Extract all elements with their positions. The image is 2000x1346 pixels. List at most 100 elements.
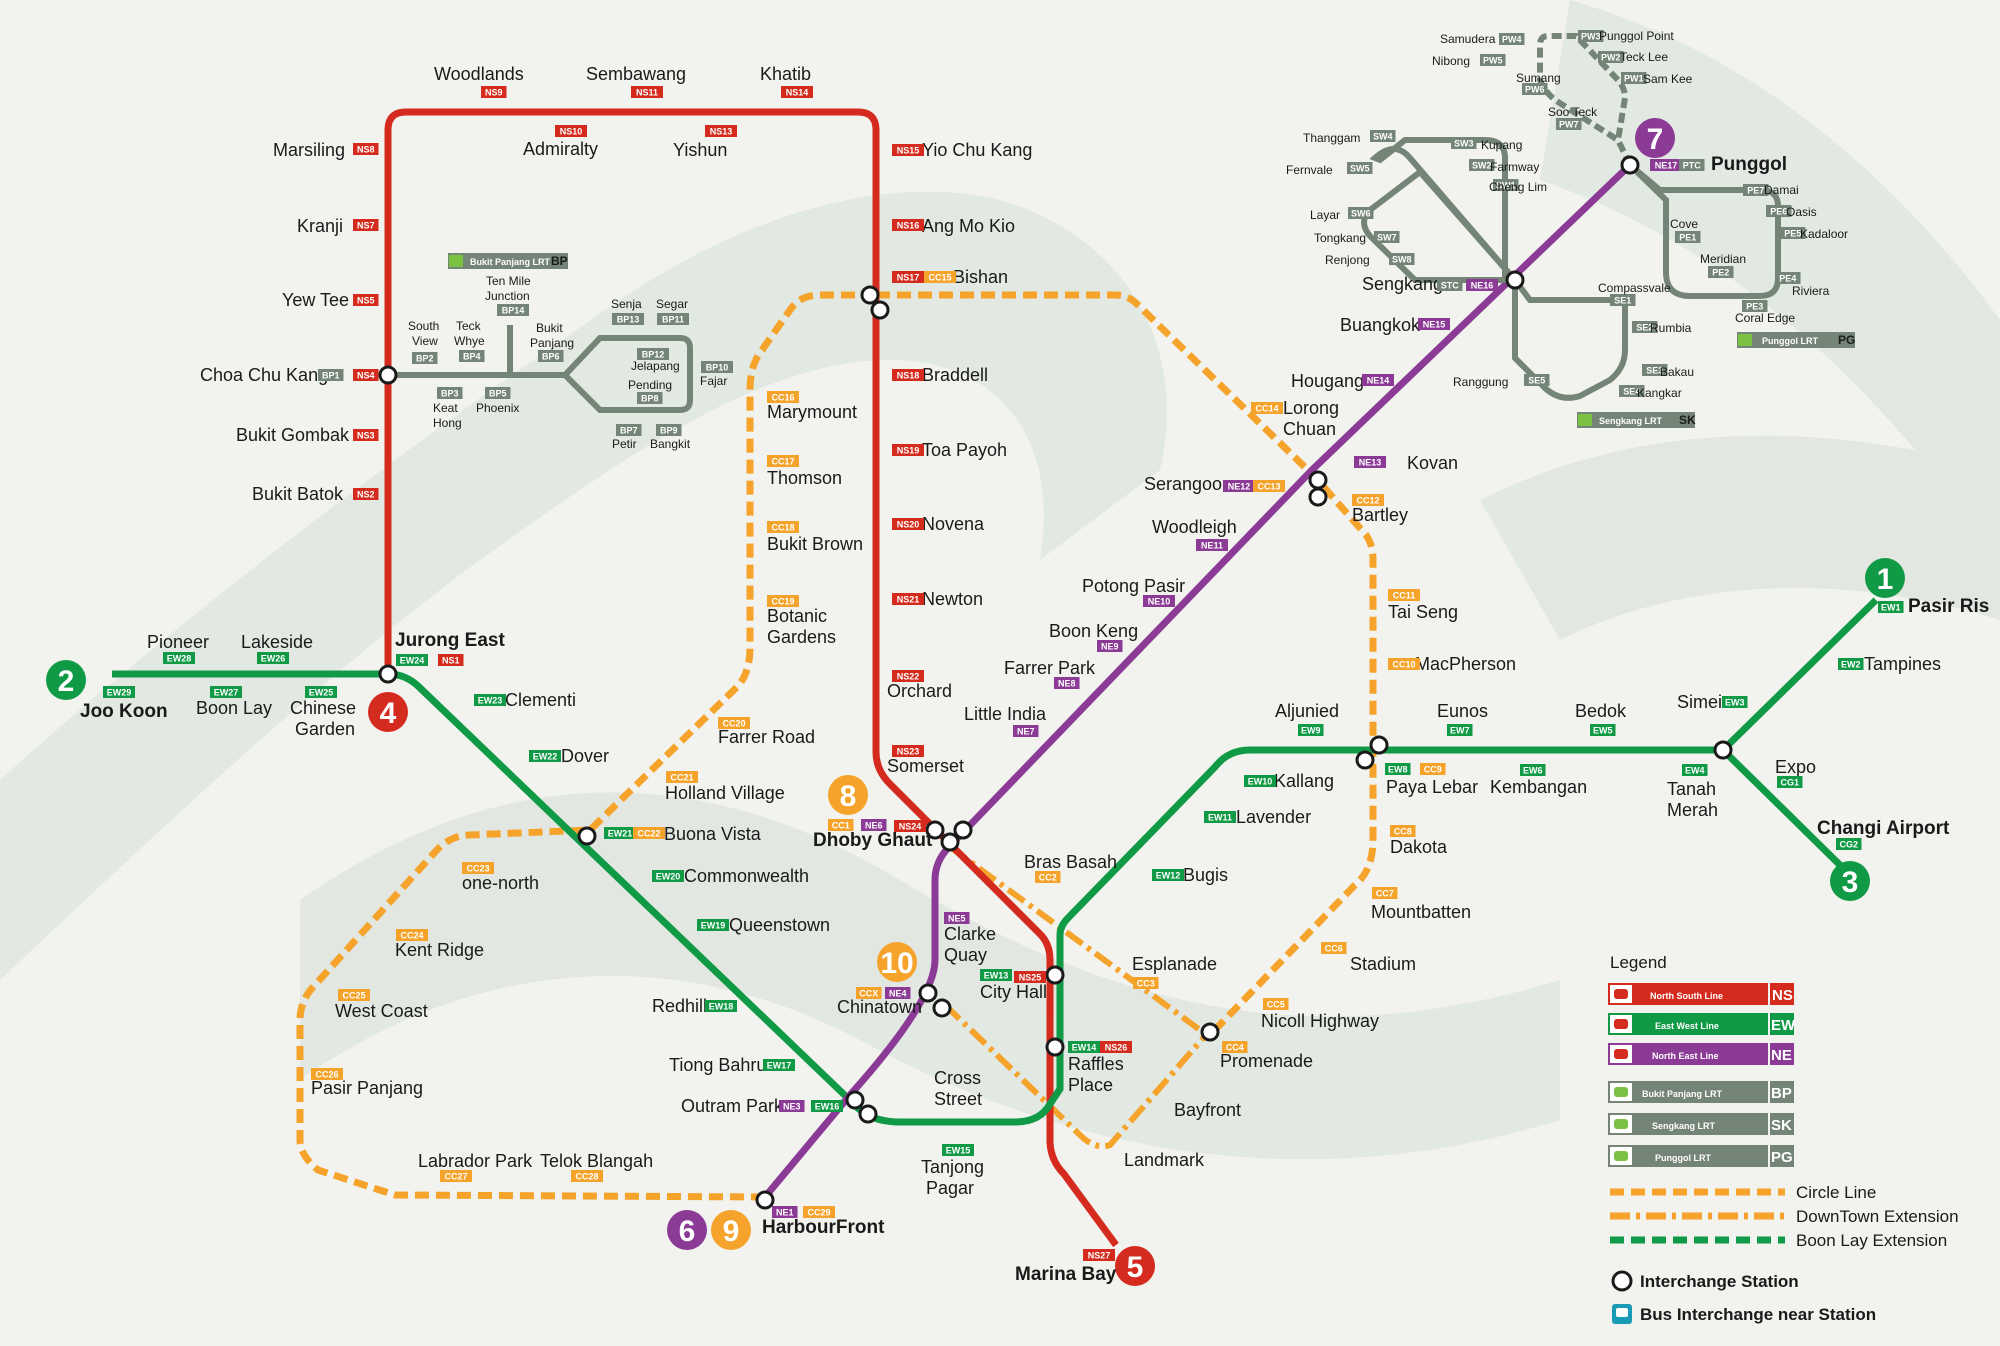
svg-text:Petir: Petir — [612, 437, 637, 451]
station-little-india: Little India — [964, 704, 1047, 724]
code-badge-bg — [701, 361, 733, 373]
svg-text:Circle Line: Circle Line — [1796, 1183, 1876, 1202]
code-badge-bg — [1385, 763, 1411, 775]
code-badge-bg — [892, 518, 924, 530]
station-changi-airport: Changi Airport — [1817, 818, 1950, 839]
code-badge-bg — [481, 86, 507, 98]
station-landmark: Landmark — [1124, 1150, 1205, 1170]
station-code-cc21: CC21 — [670, 773, 693, 783]
station-code-cg2: CG2 — [1839, 840, 1858, 850]
station-code-cc23: CC23 — [466, 864, 489, 874]
svg-text:Pending: Pending — [628, 378, 672, 392]
legend-bp: Bukit Panjang LRT BP — [1608, 1081, 1794, 1103]
svg-text:3: 3 — [1842, 866, 1859, 899]
legend-ew: East West Line EW — [1608, 1013, 1796, 1035]
code-badge-bg — [763, 1059, 795, 1071]
svg-text:Sengkang LRT: Sengkang LRT — [1599, 416, 1663, 426]
code-badge-bg — [1451, 137, 1477, 149]
station-code-ne14: NE14 — [1367, 376, 1390, 386]
code-badge-bg — [1775, 272, 1801, 284]
station-kent-ridge: Kent Ridge — [395, 940, 484, 960]
code-badge-bg — [1420, 763, 1446, 775]
svg-text:Bukit: Bukit — [536, 321, 563, 335]
code-badge-bg — [1836, 838, 1862, 850]
code-badge-bg — [718, 717, 750, 729]
station-code-sw2: SW2 — [1472, 161, 1492, 171]
station-khatib: Khatib — [760, 64, 811, 84]
code-badge-bg — [1466, 279, 1498, 291]
code-badge-bg — [1610, 294, 1636, 306]
station-code-ew7: EW7 — [1450, 726, 1470, 736]
station-code-bp5: BP5 — [489, 389, 507, 399]
code-badge-bg — [1374, 231, 1400, 243]
station-labrador-park: Labrador Park — [418, 1151, 533, 1171]
station-dakota: Dakota — [1390, 837, 1448, 857]
station-code-cc14: CC14 — [1255, 404, 1278, 414]
station-yio-chu-kang: Yio Chu Kang — [922, 140, 1032, 160]
station-code-ns2: NS2 — [357, 490, 375, 500]
station-code-cc5: CC5 — [1267, 1000, 1285, 1010]
svg-text:Renjong: Renjong — [1325, 253, 1370, 267]
station-code-sw8: SW8 — [1392, 255, 1412, 265]
station-code-se4: SE4 — [1623, 387, 1640, 397]
station-code-ns16: NS16 — [897, 221, 920, 231]
station-punggol: Punggol — [1711, 154, 1787, 175]
station-jurong-east: Jurong East — [395, 630, 505, 651]
station-code-ns10: NS10 — [560, 127, 583, 137]
station-marsiling: Marsiling — [273, 140, 345, 160]
station-code-ns21: NS21 — [897, 595, 920, 605]
code-badge-bg — [1524, 374, 1550, 386]
svg-text:Compassvale: Compassvale — [1598, 281, 1671, 295]
code-badge-bg — [892, 144, 924, 156]
code-badge-bg — [980, 969, 1012, 981]
station-code-cc24: CC24 — [400, 931, 423, 941]
station-code-ne16: NE16 — [1471, 281, 1494, 291]
code-badge-bg — [1352, 494, 1384, 506]
station-code-ew2: EW2 — [1841, 660, 1861, 670]
station-code-ne11: NE11 — [1201, 541, 1223, 551]
code-badge-bg — [705, 125, 737, 137]
code-badge-bg — [1133, 977, 1159, 989]
station-code-ne6: NE6 — [865, 821, 883, 831]
code-badge-bg — [1354, 456, 1386, 468]
code-badge-bg — [1152, 869, 1184, 881]
code-badge-bg — [318, 369, 344, 381]
station-marymount: Marymount — [767, 402, 857, 422]
station-code-ew13: EW13 — [984, 971, 1009, 981]
station-code-ns17: NS17 — [897, 273, 920, 283]
code-badge-bg — [892, 271, 924, 283]
station-code-ew1: EW1 — [1881, 603, 1901, 613]
code-badge-bg — [697, 919, 729, 931]
code-badge-bg — [1499, 33, 1525, 45]
code-badge-bg — [1556, 118, 1582, 130]
svg-text:Punggol LRT: Punggol LRT — [1762, 336, 1818, 346]
sengkang-lrt-labels: Thanggam Fernvale Layar Tongkang Renjong… — [1286, 131, 1696, 428]
station-code-ns7: NS7 — [357, 221, 375, 231]
code-badge-bg — [412, 352, 438, 364]
svg-text:Junction: Junction — [485, 289, 530, 303]
station-code-ne13: NE13 — [1359, 458, 1382, 468]
code-badge-bg — [633, 827, 665, 839]
code-badge-bg — [894, 820, 926, 832]
station-bukit-gombak: Bukit Gombak — [236, 425, 350, 445]
code-badge-bg — [892, 745, 924, 757]
station-code-ew3: EW3 — [1725, 698, 1745, 708]
station-code-ns23: NS23 — [897, 747, 920, 757]
svg-text:Cove: Cove — [1670, 217, 1698, 231]
code-badge-bg — [1013, 725, 1039, 737]
station-yishun: Yishun — [673, 140, 727, 160]
station-telok-blangah: Telok Blangah — [540, 1151, 653, 1171]
station-code-ew5: EW5 — [1593, 726, 1613, 736]
code-badge-bg — [1650, 159, 1682, 171]
svg-text:Tongkang: Tongkang — [1314, 231, 1366, 245]
station-kallang: Kallang — [1274, 771, 1334, 791]
station-code-pw5: PW5 — [1483, 56, 1503, 66]
station-choa-chu-kang: Choa Chu Kang — [200, 365, 328, 385]
station-code-ew21: EW21 — [608, 829, 633, 839]
north-east-line — [762, 162, 1633, 1200]
code-badge-bg — [892, 219, 924, 231]
code-badge-bg — [1742, 300, 1768, 312]
